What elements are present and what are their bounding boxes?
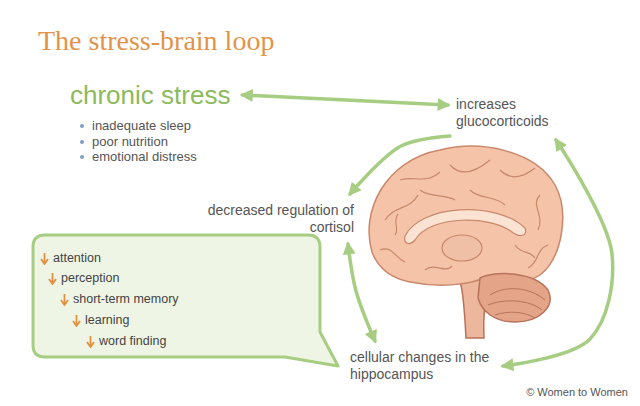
cerebellum bbox=[478, 274, 550, 322]
gyri bbox=[536, 195, 540, 230]
speech-bubble: attention perception short-term memory lear… bbox=[30, 232, 350, 380]
down-arrow bbox=[60, 294, 69, 306]
step-text: increases glucocorticoids bbox=[456, 96, 574, 130]
loop-arrow bbox=[503, 140, 613, 366]
down-arrow bbox=[61, 294, 68, 305]
down-arrow bbox=[87, 336, 94, 347]
bullet-item: inadequate sleep bbox=[80, 118, 230, 134]
gyri bbox=[425, 266, 452, 270]
brain-illustration bbox=[369, 146, 563, 338]
gyri bbox=[470, 190, 505, 205]
down-arrow bbox=[41, 253, 48, 264]
gyri bbox=[380, 160, 548, 270]
gyri bbox=[528, 245, 548, 268]
symptom-item: attention bbox=[40, 251, 101, 266]
cerebellum-folia bbox=[488, 289, 545, 318]
gyri bbox=[500, 168, 535, 177]
symptom-item: short-term memory bbox=[60, 292, 179, 307]
gyri bbox=[385, 195, 418, 220]
gyri bbox=[420, 190, 455, 200]
down-arrow bbox=[86, 336, 95, 348]
loop-arrow bbox=[350, 136, 450, 194]
heading-text: chronic stress bbox=[70, 80, 230, 110]
down-arrow bbox=[73, 315, 80, 326]
loop-step: increases glucocorticoids bbox=[456, 96, 574, 130]
gyri bbox=[515, 245, 535, 258]
copyright-note: © Women to Women bbox=[526, 386, 628, 398]
cerebrum bbox=[369, 146, 563, 285]
gyri bbox=[450, 160, 490, 172]
diagram-title: The stress-brain loop bbox=[38, 25, 274, 57]
gyri bbox=[380, 249, 405, 262]
gyri bbox=[400, 172, 440, 180]
down-arrow bbox=[48, 273, 57, 285]
bullet-item: emotional distress bbox=[80, 149, 230, 165]
step-text: cellular changes in the hippocampus bbox=[350, 349, 495, 383]
down-arrow bbox=[40, 253, 49, 265]
thalamus bbox=[442, 235, 482, 261]
loop-step: decreased regulation of cortisol bbox=[204, 202, 354, 236]
symptom-item: learning bbox=[72, 313, 129, 328]
loop-arrow bbox=[348, 244, 375, 341]
symptom-item: word finding bbox=[86, 334, 166, 349]
step-text: decreased regulation of cortisol bbox=[204, 202, 354, 236]
stress-factors: chronic stress inadequate sleeppoor nutri… bbox=[70, 80, 230, 165]
loop-step: cellular changes in the hippocampus bbox=[350, 349, 495, 383]
cerebellum-folia bbox=[488, 301, 542, 310]
symptom-item: perception bbox=[48, 271, 119, 286]
cerebellum-folia bbox=[495, 312, 535, 318]
bullet-item: poor nutrition bbox=[80, 134, 230, 150]
gyri bbox=[395, 214, 398, 235]
down-arrow bbox=[72, 315, 81, 327]
loop-arrow bbox=[242, 95, 448, 105]
cerebellum-folia bbox=[490, 289, 545, 300]
speech-bubble-outline bbox=[33, 235, 338, 366]
down-arrow bbox=[49, 273, 56, 284]
